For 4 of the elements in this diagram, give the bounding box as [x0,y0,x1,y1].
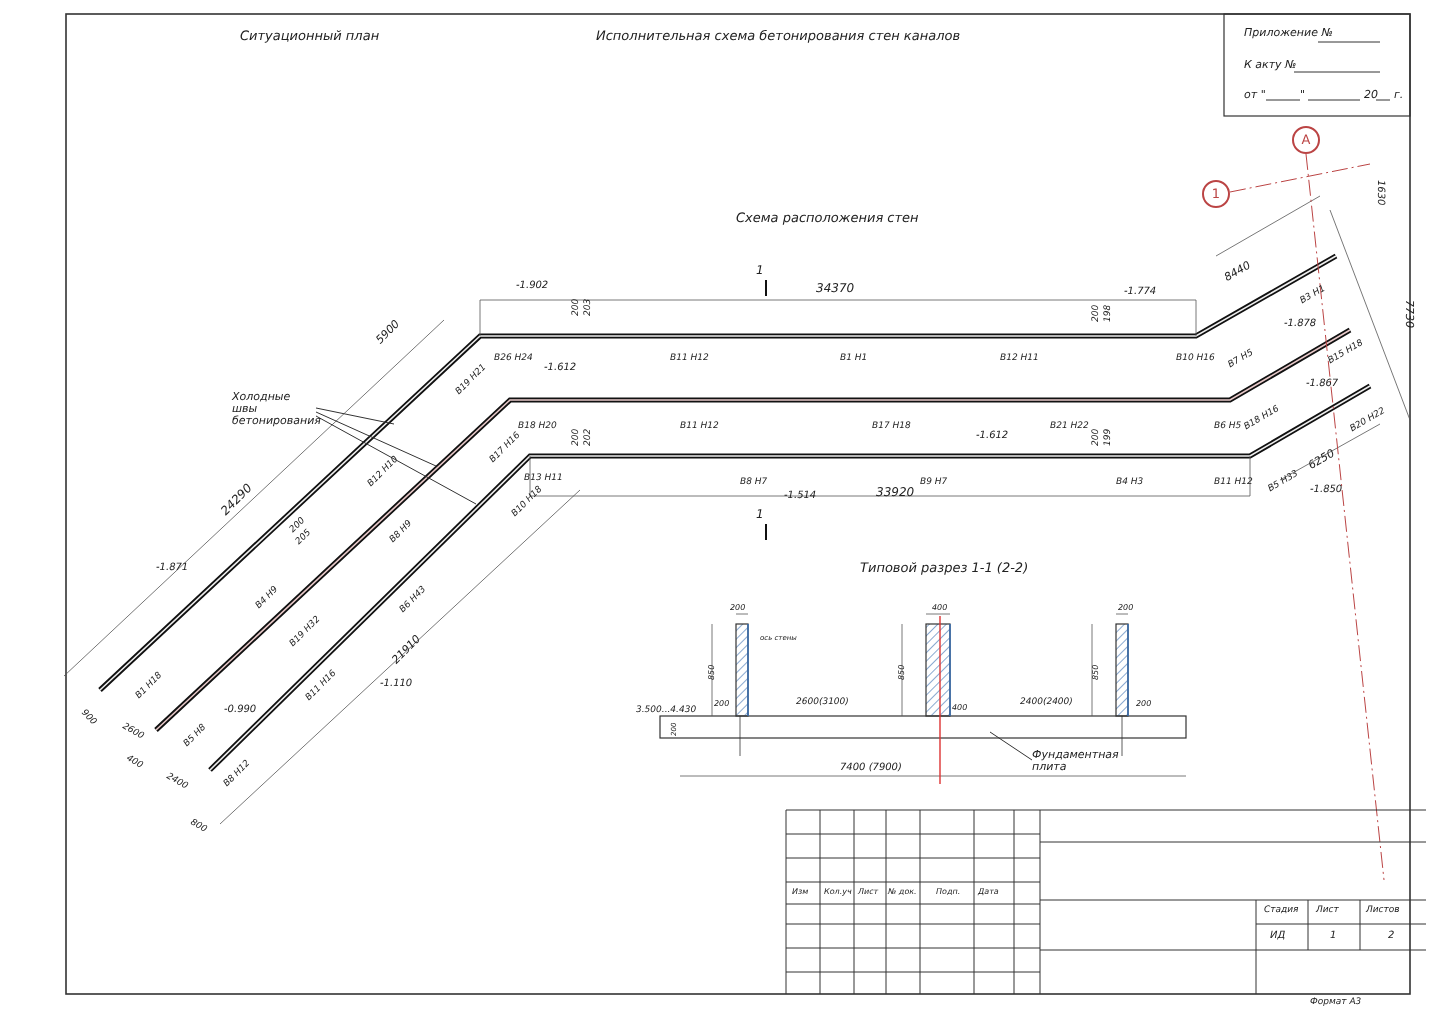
leader-line [315,415,477,505]
leader-line [315,411,437,467]
leader-line [989,731,1033,761]
leader-line [315,407,395,425]
